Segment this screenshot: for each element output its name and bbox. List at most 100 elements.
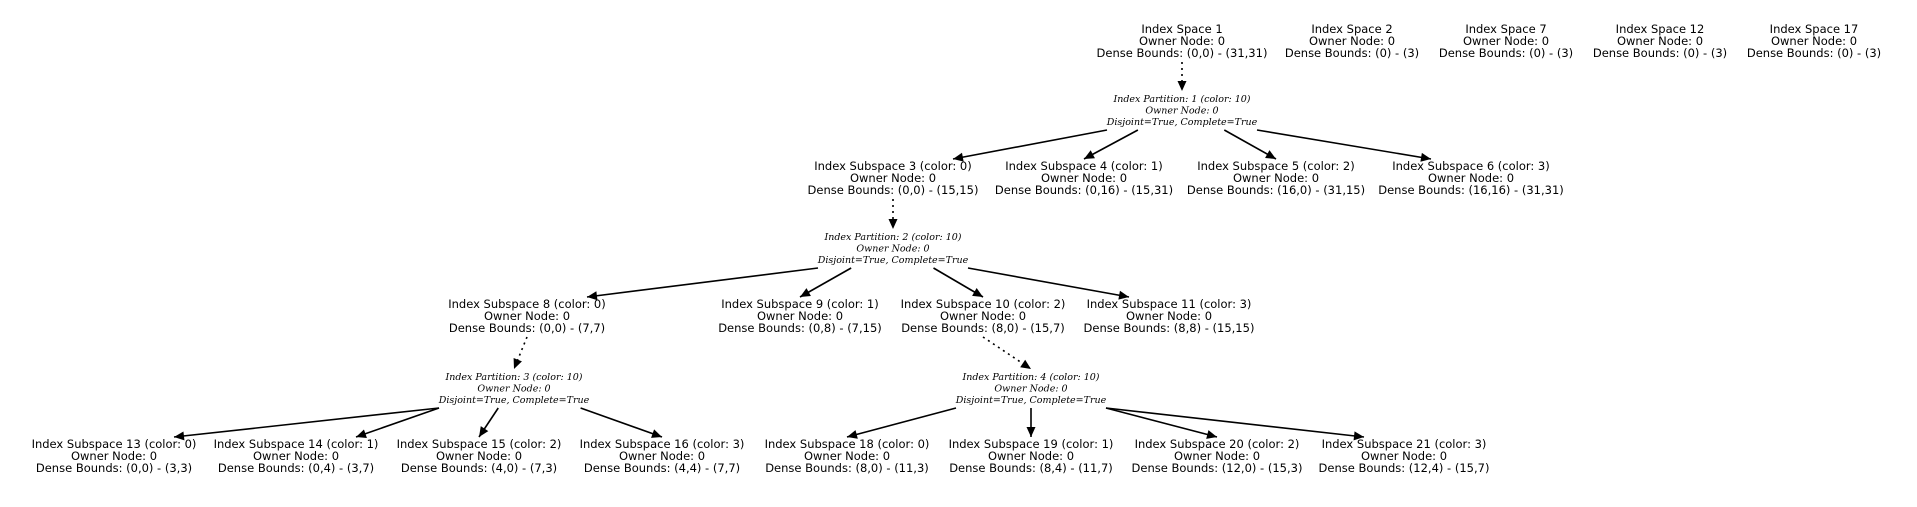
subspace-label-line: Dense Bounds: (0,0) - (7,7) [449, 321, 605, 335]
subspace-node-s18: Index Subspace 18 (color: 0)Owner Node: … [765, 437, 930, 475]
arrowhead-p1-s3 [953, 152, 964, 162]
subspace-label-line: Index Subspace 8 (color: 0) [448, 297, 606, 311]
subspace-label-line: Dense Bounds: (4,0) - (7,3) [401, 461, 557, 475]
partition-label-line: Disjoint=True, Complete=True [438, 395, 590, 406]
arrowhead-p2-s8 [587, 291, 598, 301]
subspace-label-line: Owner Node: 0 [1233, 171, 1319, 185]
edge-p4-s21 [1105, 407, 1365, 438]
subspace-node-s14: Index Subspace 14 (color: 1)Owner Node: … [214, 437, 379, 475]
partition-label-line: Owner Node: 0 [477, 384, 550, 395]
subspace-node-s15: Index Subspace 15 (color: 2)Owner Node: … [397, 437, 562, 475]
subspace-label-line: Index Subspace 3 (color: 0) [814, 159, 972, 173]
subspace-label-line: Index Subspace 15 (color: 2) [397, 437, 562, 451]
subspace-label-line: Dense Bounds: (8,0) - (11,3) [765, 461, 929, 475]
subspace-label-line: Dense Bounds: (0,8) - (7,15) [718, 321, 882, 335]
arrowhead-s3-p2 [888, 219, 898, 229]
subspace-label-line: Owner Node: 0 [988, 449, 1074, 463]
subspace-node-s13: Index Subspace 13 (color: 0)Owner Node: … [32, 437, 197, 475]
subspace-node-s21: Index Subspace 21 (color: 3)Owner Node: … [1319, 437, 1490, 475]
subspace-node-s11: Index Subspace 11 (color: 3)Owner Node: … [1084, 297, 1255, 335]
subspace-label-line: Dense Bounds: (8,4) - (11,7) [949, 461, 1113, 475]
edge-p3-s13 [173, 407, 440, 438]
subspace-label-line: Dense Bounds: (8,0) - (15,7) [901, 321, 1065, 335]
partition-label-line: Index Partition: 4 (color: 10) [961, 372, 1099, 383]
space-label-line: Dense Bounds: (0) - (3) [1593, 46, 1727, 60]
arrowhead-p3-s14 [356, 429, 367, 438]
arrowhead-p3-s13 [174, 431, 185, 441]
space-label-line: Index Space 2 [1311, 22, 1392, 36]
arrowhead-p1-s5 [1265, 150, 1276, 159]
arrowhead-p1-s6 [1420, 152, 1431, 162]
arrowhead-p4-s19 [1026, 427, 1036, 437]
arrowhead-p4-s21 [1353, 431, 1364, 441]
subspace-label-line: Dense Bounds: (12,0) - (15,3) [1132, 461, 1303, 475]
arrowhead-p4-s20 [1206, 430, 1217, 439]
subspace-label-line: Owner Node: 0 [619, 449, 705, 463]
subspace-label-line: Index Subspace 14 (color: 1) [214, 437, 379, 451]
subspace-label-line: Owner Node: 0 [253, 449, 339, 463]
subspace-label-line: Index Subspace 16 (color: 3) [580, 437, 745, 451]
arrowhead-p4-s18 [847, 430, 858, 439]
subspace-node-s19: Index Subspace 19 (color: 1)Owner Node: … [949, 437, 1114, 475]
edge-p3-s16 [580, 407, 663, 438]
edge-layer [173, 62, 1432, 441]
edge-p4-s20 [1105, 407, 1218, 438]
arrowhead-s10-p4 [1020, 359, 1031, 369]
subspace-label-line: Index Subspace 10 (color: 2) [901, 297, 1066, 311]
subspace-label-line: Dense Bounds: (0,0) - (15,15) [808, 183, 979, 197]
space-label-line: Dense Bounds: (0) - (3) [1285, 46, 1419, 60]
subspace-node-s6: Index Subspace 6 (color: 3)Owner Node: 0… [1378, 159, 1564, 197]
subspace-label-line: Owner Node: 0 [1041, 171, 1127, 185]
arrowhead-s8-p3 [513, 358, 522, 369]
subspace-label-line: Dense Bounds: (4,4) - (7,7) [584, 461, 740, 475]
partition-label-line: Disjoint=True, Complete=True [817, 255, 969, 266]
edge-p1-s3 [952, 129, 1108, 160]
space-label-line: Owner Node: 0 [1309, 34, 1395, 48]
arrowhead-p3-s15 [479, 426, 489, 437]
space-label-line: Index Space 12 [1616, 22, 1705, 36]
arrowhead-p2-s10 [972, 288, 983, 297]
arrowhead-p3-s16 [651, 429, 662, 438]
subspace-label-line: Index Subspace 19 (color: 1) [949, 437, 1114, 451]
subspace-label-line: Dense Bounds: (8,8) - (15,15) [1084, 321, 1255, 335]
space-label-line: Dense Bounds: (0) - (3) [1439, 46, 1573, 60]
subspace-label-line: Index Subspace 5 (color: 2) [1197, 159, 1355, 173]
edge-p2-s8 [586, 267, 819, 298]
partition-node-p3: Index Partition: 3 (color: 10)Owner Node… [438, 372, 590, 406]
subspace-label-line: Dense Bounds: (16,16) - (31,31) [1378, 183, 1564, 197]
partition-node-p2: Index Partition: 2 (color: 10)Owner Node… [817, 232, 969, 266]
edge-p2-s11 [967, 267, 1130, 298]
subspace-label-line: Index Subspace 4 (color: 1) [1005, 159, 1163, 173]
subspace-label-line: Owner Node: 0 [757, 309, 843, 323]
arrowhead-p1-s4 [1084, 150, 1095, 159]
subspace-label-line: Owner Node: 0 [436, 449, 522, 463]
subspace-label-line: Owner Node: 0 [1361, 449, 1447, 463]
partition-label-line: Owner Node: 0 [1145, 106, 1218, 117]
space-label-line: Index Space 17 [1770, 22, 1859, 36]
subspace-label-line: Dense Bounds: (0,4) - (3,7) [218, 461, 374, 475]
subspace-label-line: Owner Node: 0 [1126, 309, 1212, 323]
edge-p1-s4 [1083, 129, 1139, 160]
subspace-label-line: Index Subspace 21 (color: 3) [1322, 437, 1487, 451]
subspace-label-line: Owner Node: 0 [1174, 449, 1260, 463]
space-label-line: Owner Node: 0 [1771, 34, 1857, 48]
partition-label-line: Owner Node: 0 [994, 384, 1067, 395]
space-label-line: Index Space 7 [1465, 22, 1546, 36]
subspace-label-line: Owner Node: 0 [850, 171, 936, 185]
subspace-node-s8: Index Subspace 8 (color: 0)Owner Node: 0… [448, 297, 606, 335]
subspace-label-line: Owner Node: 0 [484, 309, 570, 323]
subspace-node-s9: Index Subspace 9 (color: 1)Owner Node: 0… [718, 297, 882, 335]
space-label-line: Owner Node: 0 [1463, 34, 1549, 48]
edge-p4-s18 [846, 407, 957, 438]
subspace-label-line: Dense Bounds: (0,0) - (3,3) [36, 461, 192, 475]
partition-label-line: Index Partition: 3 (color: 10) [444, 372, 582, 383]
subspace-label-line: Index Subspace 13 (color: 0) [32, 437, 197, 451]
subspace-label-line: Owner Node: 0 [804, 449, 890, 463]
subspace-label-line: Index Subspace 11 (color: 3) [1087, 297, 1252, 311]
subspace-node-s4: Index Subspace 4 (color: 1)Owner Node: 0… [995, 159, 1173, 197]
arrowhead-is1-p1 [1177, 81, 1187, 91]
